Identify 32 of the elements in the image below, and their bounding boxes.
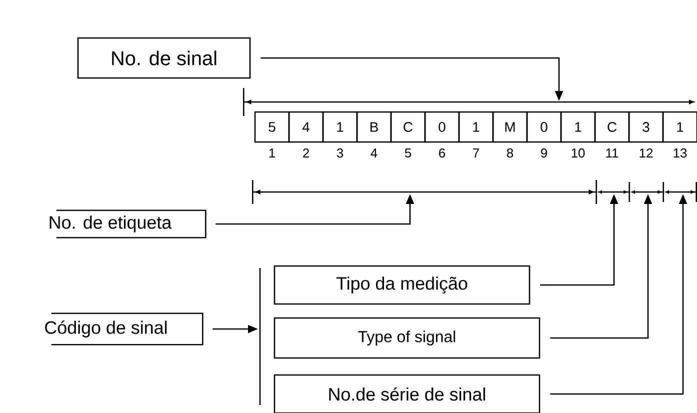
- position-number: 8: [506, 148, 514, 158]
- code-cell: M: [492, 111, 528, 143]
- position-number: 11: [606, 148, 618, 158]
- code-cell: 1: [458, 111, 494, 143]
- code-cell: 5: [254, 111, 290, 143]
- code-cell: 4: [288, 111, 324, 143]
- code-cell: 3: [628, 111, 664, 143]
- code-cell: 1: [662, 111, 697, 143]
- position-number: 1: [269, 148, 275, 158]
- code-cell: C: [594, 111, 630, 143]
- label-box: No. de etiqueta: [50, 210, 206, 238]
- position-number: 5: [404, 148, 412, 158]
- code-cell: C: [390, 111, 426, 143]
- field-box: Tipo da medição: [274, 265, 530, 305]
- label-box: Código de sinal: [45, 312, 204, 346]
- code-cell: 0: [526, 111, 562, 143]
- field-box: Type of signal: [274, 317, 540, 359]
- position-number: 9: [541, 148, 547, 158]
- code-cell: 0: [424, 111, 460, 143]
- code-cell: 1: [560, 111, 596, 143]
- label-box: No. de sinal: [77, 37, 251, 79]
- code-cell: B: [356, 111, 392, 143]
- position-number: 2: [303, 148, 309, 158]
- position-number: 12: [640, 148, 653, 158]
- position-number: 13: [674, 148, 687, 158]
- position-number: 6: [439, 148, 446, 158]
- field-box: No.de série de sinal: [274, 374, 540, 413]
- position-number: 10: [572, 148, 585, 158]
- position-number: 3: [336, 148, 344, 158]
- position-number: 4: [370, 148, 378, 158]
- code-cell: 1: [322, 111, 358, 143]
- position-number: 7: [473, 148, 479, 158]
